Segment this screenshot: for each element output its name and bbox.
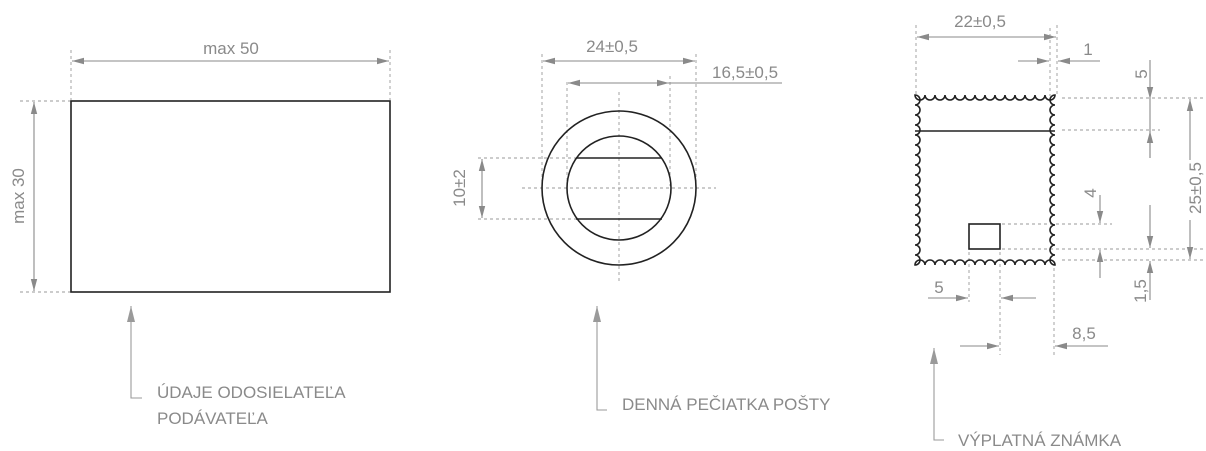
sender-width-label: max 50: [203, 39, 259, 58]
stamp-left-offset-label: 5: [934, 278, 943, 297]
stamp-width-label: 22±0,5: [954, 12, 1006, 31]
postmark-group: 24±0,5 16,5±0,5 10±2 DENNÁ PEČIATKA POŠT…: [450, 37, 830, 414]
sender-leader-line: [127, 306, 142, 399]
sender-height-label: max 30: [9, 168, 28, 224]
stamp-margin-label: 1: [1083, 40, 1092, 59]
sender-box-group: max 50 max 30 ÚDAJE ODOSIELATEĽA PODÁVAT…: [9, 39, 391, 428]
stamp-perforated-outline: [914, 94, 1056, 266]
stamp-square-label: 4: [1081, 188, 1100, 197]
sender-label-line2: PODÁVATEĽA: [157, 409, 269, 428]
stamp-right-offset-label: 8,5: [1072, 324, 1096, 343]
stamp-group: 22±0,5 1 5 25±0,5 4 1,5 5 8,5: [914, 12, 1206, 450]
stamp-leader-line: [930, 348, 944, 441]
postmark-leader-line: [593, 306, 607, 411]
stamp-top-band-label: 5: [1132, 69, 1151, 78]
postmark-inner-circle: [566, 135, 672, 241]
stamp-value-square: [968, 223, 1001, 250]
postmark-inner-label: 16,5±0,5: [712, 63, 778, 82]
postmark-label: DENNÁ PEČIATKA POŠTY: [622, 395, 830, 414]
sender-box-outline: [70, 100, 391, 293]
stamp-bottom-gap-label: 1,5: [1131, 279, 1150, 303]
postmark-outer-circle: [541, 110, 697, 266]
stamp-height-label: 25±0,5: [1186, 162, 1205, 214]
sender-label-line1: ÚDAJE ODOSIELATEĽA: [157, 383, 346, 402]
postmark-outer-label: 24±0,5: [586, 37, 638, 56]
postmark-band-label: 10±2: [450, 169, 469, 207]
stamp-label: VÝPLATNÁ ZNÁMKA: [958, 431, 1122, 450]
